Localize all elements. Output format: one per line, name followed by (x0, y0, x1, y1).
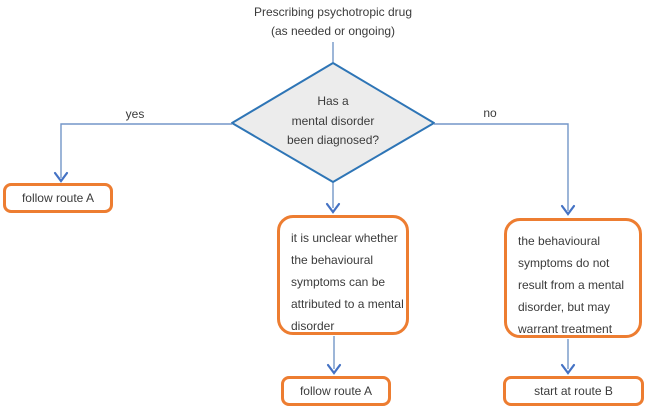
right-note-line-4: disorder, but may (518, 300, 611, 314)
decision-line-2: mental disorder (291, 113, 375, 128)
right-note-box: the behavioural symptoms do not result f… (504, 218, 642, 338)
left-result-box: follow route A (3, 183, 113, 213)
decision-line-3: been diagnosed? (286, 133, 380, 147)
yes-branch-arrowhead-icon (53, 171, 69, 183)
right-result-box: start at route B (503, 376, 644, 406)
middle-note-line-3: symptoms can be (291, 275, 386, 289)
right-note-line-3: result from a mental (518, 278, 625, 292)
no-branch-arrowhead-icon (560, 204, 576, 216)
right-note-line-5: warrant treatment (518, 322, 613, 336)
chart-title-line-1: Prescribing psychotropic drug (253, 5, 413, 19)
yes-branch-label: yes (125, 107, 145, 121)
middle-note-box: it is unclear whether the behavioural sy… (277, 215, 409, 335)
decision-line-1: Has a (317, 94, 349, 108)
left-result-label: follow route A (21, 191, 95, 205)
decision-diamond (231, 62, 435, 183)
decision-diamond-text: Has a mental disorder been diagnosed? (273, 92, 393, 151)
middle-result-box: follow route A (281, 376, 391, 406)
middle-note-line-1: it is unclear whether (291, 231, 398, 245)
no-branch-label: no (483, 106, 497, 120)
right-result-label: start at route B (534, 384, 613, 398)
chart-title: Prescribing psychotropic drug (as needed… (183, 3, 483, 41)
middle-note-line-4: attributed to a mental (291, 297, 404, 311)
chart-title-line-2: (as needed or ongoing) (270, 24, 396, 38)
right-note-line-1: the behavioural (518, 234, 601, 248)
no-branch-connector (434, 123, 569, 211)
middle-result-label: follow route A (299, 384, 373, 398)
yes-branch-connector (60, 123, 232, 178)
middle-note-line-2: the behavioural (291, 253, 374, 267)
middle-note-to-result-arrowhead-icon (326, 363, 342, 375)
right-note-to-result-arrowhead-icon (560, 363, 576, 375)
right-note-line-2: symptoms do not (518, 256, 610, 270)
decision-to-middle-arrowhead-icon (325, 202, 341, 214)
middle-note-line-5: disorder (291, 319, 335, 333)
